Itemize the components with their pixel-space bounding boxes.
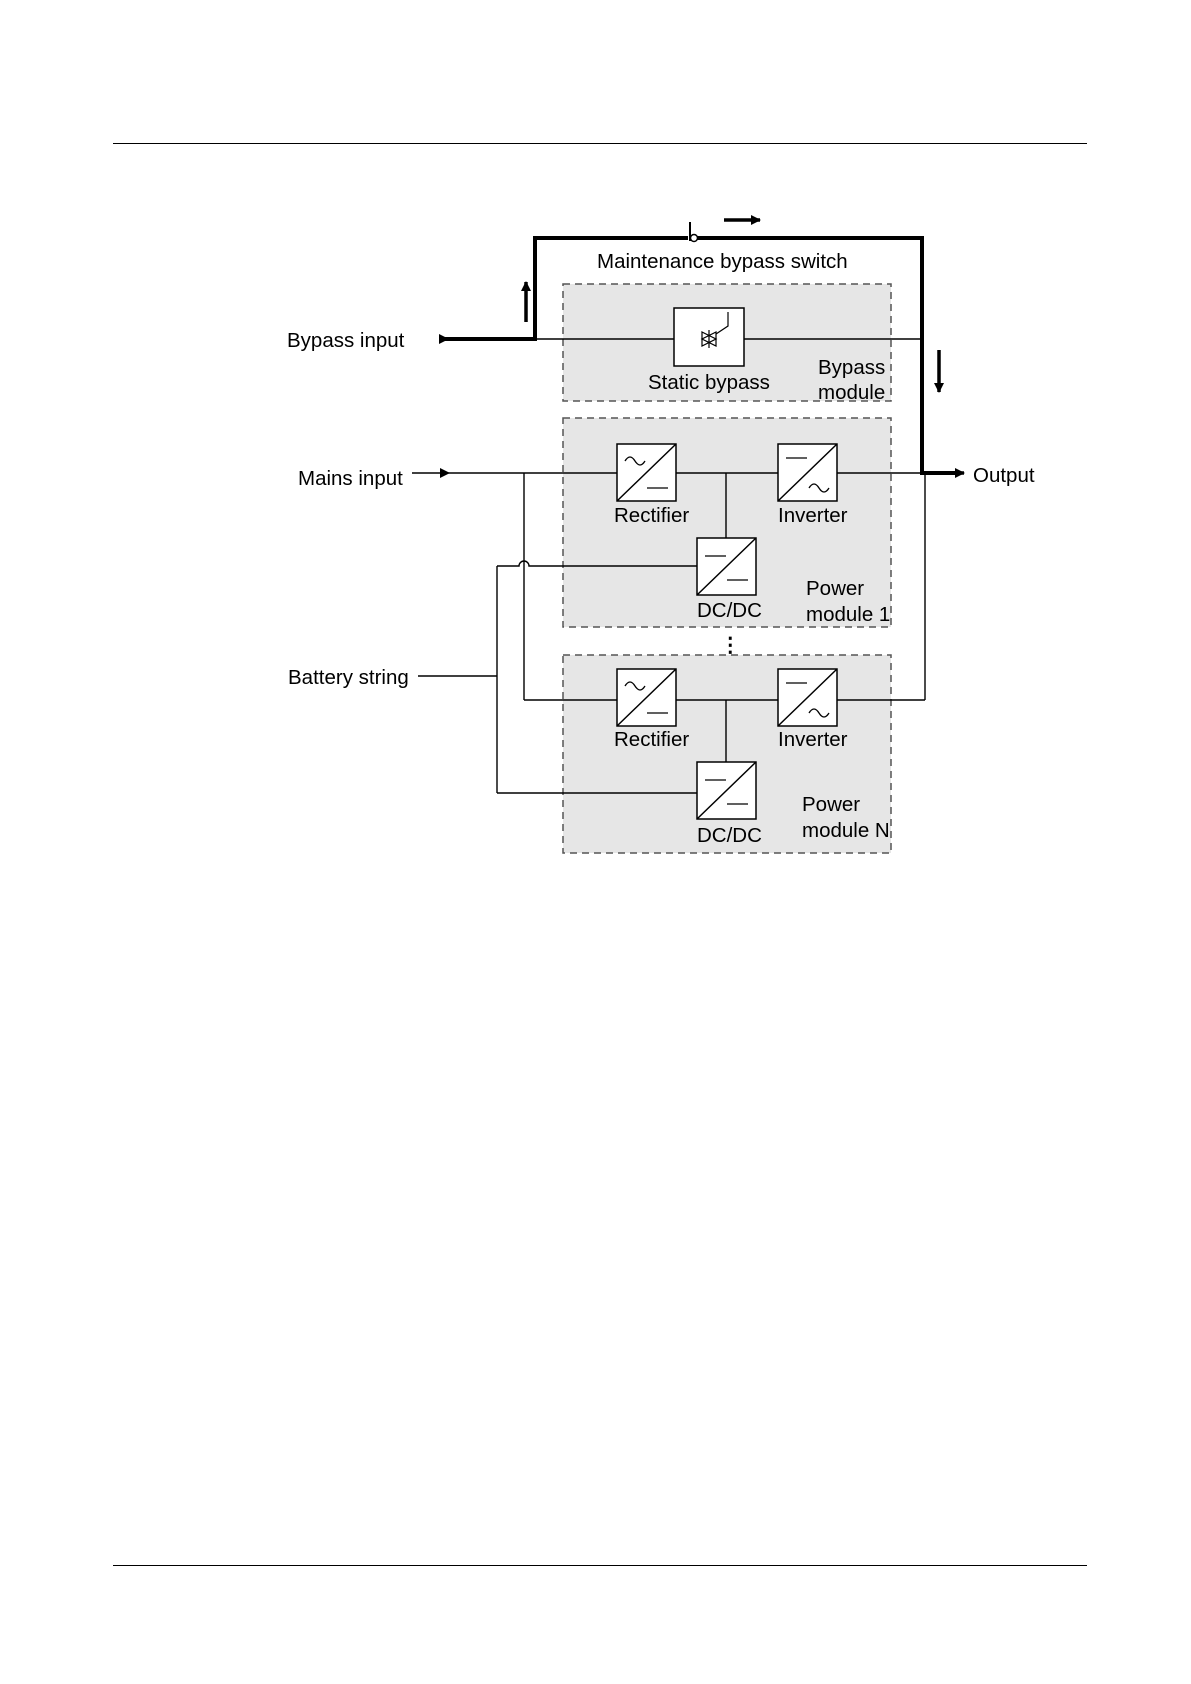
battery-string-label: Battery string — [288, 666, 409, 689]
bypass-module-label-line2: module — [818, 381, 885, 404]
inverter-n-label: Inverter — [778, 728, 848, 751]
static-bypass-label: Static bypass — [648, 371, 770, 394]
dcdc-n — [697, 762, 756, 819]
power-module-1-label-line2: module 1 — [806, 603, 890, 626]
dcdc-1-label: DC/DC — [697, 599, 762, 622]
inverter-n — [778, 669, 837, 726]
rectifier-1-label: Rectifier — [614, 504, 689, 527]
mains-input-label: Mains input — [298, 467, 403, 490]
rectifier-n — [617, 669, 676, 726]
output-label: Output — [973, 464, 1035, 487]
rectifier-n-label: Rectifier — [614, 728, 689, 751]
bypass-input-label: Bypass input — [287, 329, 405, 352]
bypass-module-label-line1: Bypass — [818, 356, 885, 379]
rectifier-1 — [617, 444, 676, 501]
power-module-n-label-line1: Power — [802, 793, 860, 816]
maintenance-switch-label: Maintenance bypass switch — [597, 250, 848, 273]
power-module-n-label-line2: module N — [802, 819, 890, 842]
module-ellipsis: ⋮ — [720, 634, 741, 657]
inverter-1 — [778, 444, 837, 501]
static-bypass-component — [674, 308, 744, 366]
dcdc-1 — [697, 538, 756, 595]
power-module-1-label-line1: Power — [806, 577, 864, 600]
dcdc-n-label: DC/DC — [697, 824, 762, 847]
inverter-1-label: Inverter — [778, 504, 848, 527]
